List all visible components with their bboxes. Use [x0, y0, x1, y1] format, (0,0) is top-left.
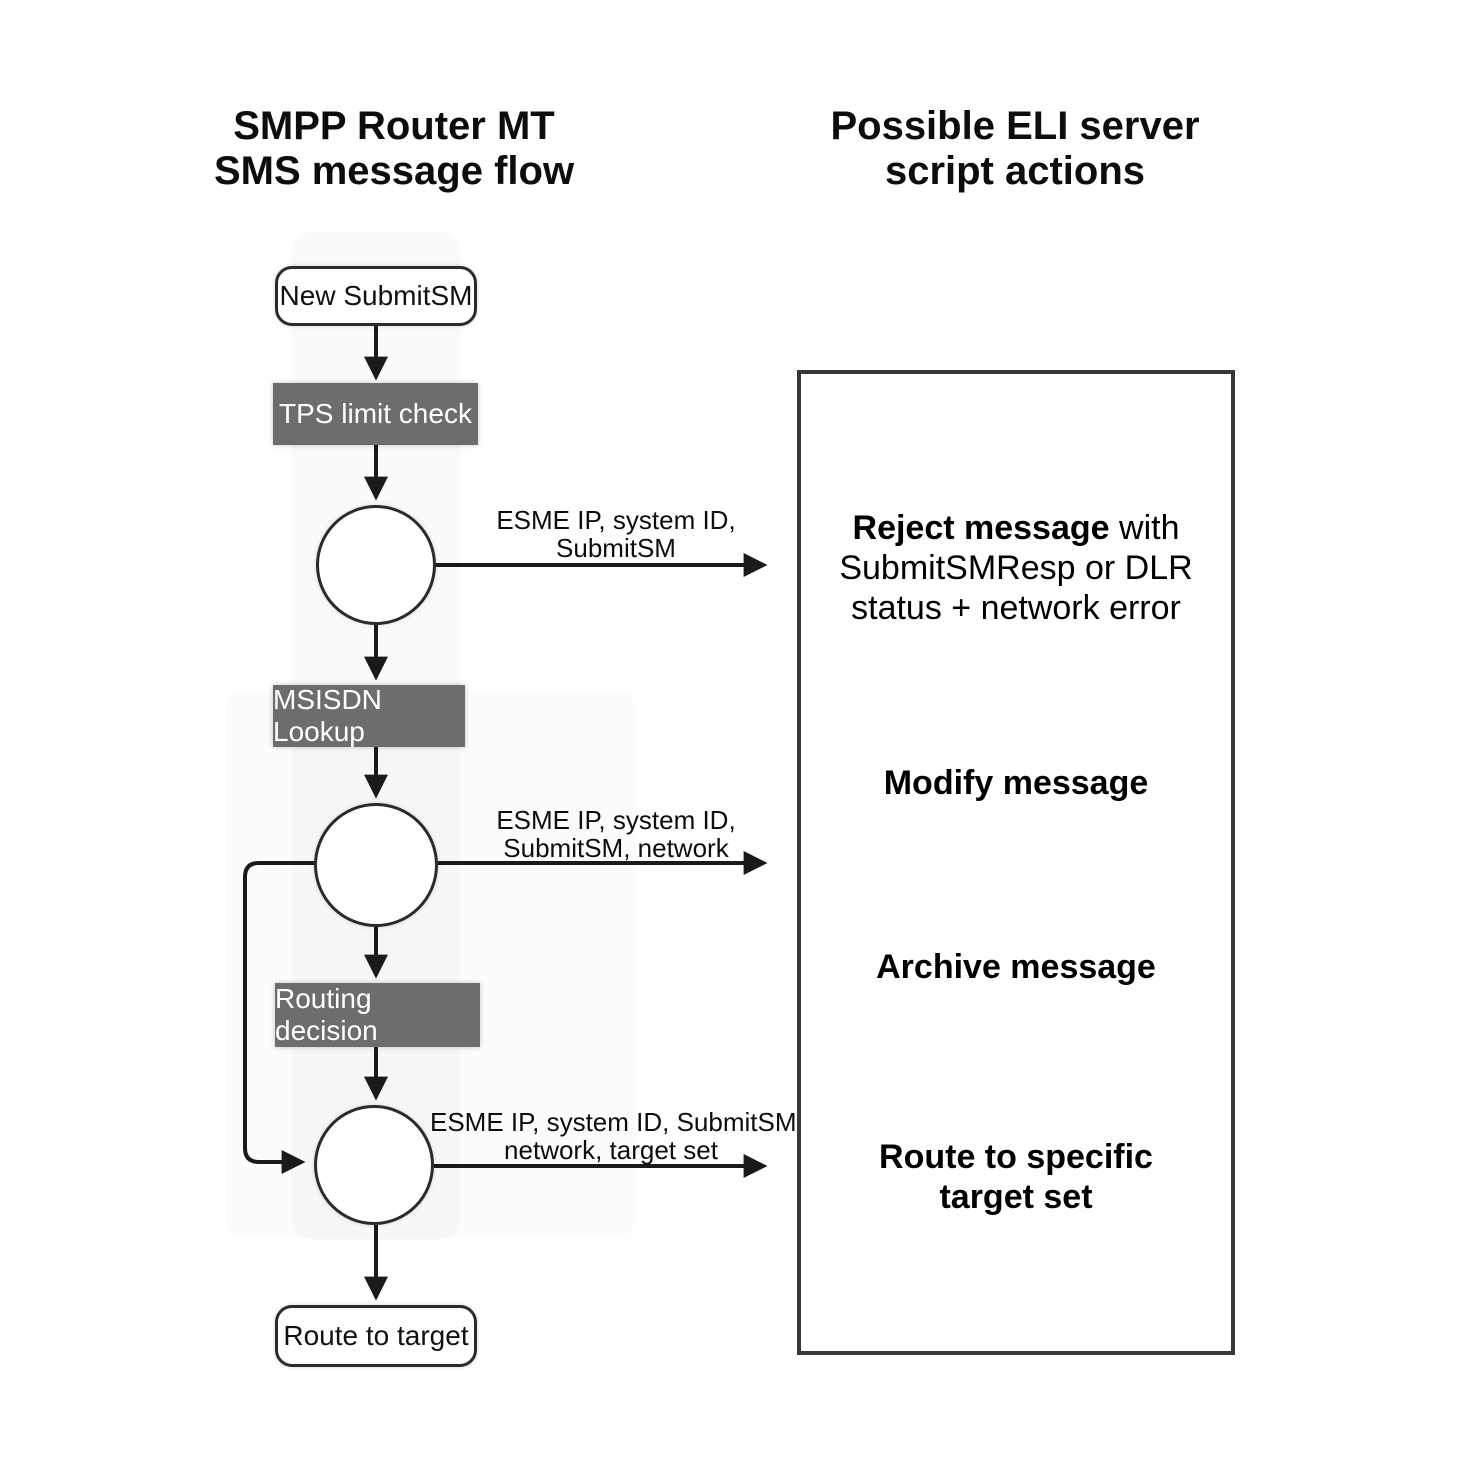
action-modify-message: Modify message: [883, 764, 1149, 802]
arrow-label-2: ESME IP, system ID, SubmitSM, network: [460, 806, 772, 862]
right-column-title: Possible ELI server script actions: [830, 104, 1200, 193]
action-archive-message: Archive message: [876, 948, 1156, 986]
step-tps-limit-check: TPS limit check: [273, 383, 478, 445]
hook-circle-1: [316, 505, 436, 625]
action-reject-bold: Reject message: [852, 509, 1110, 547]
hook-circle-3: [314, 1105, 434, 1225]
start-node-label: New SubmitSM: [279, 280, 473, 311]
action-reject-message: Reject message with SubmitSMResp or DLR …: [807, 508, 1225, 628]
step-tps-label: TPS limit check: [279, 398, 472, 429]
arrow-label-3-line1: ESME IP, system ID, SubmitSM,: [430, 1107, 804, 1137]
left-column-title: SMPP Router MT SMS message flow: [213, 104, 575, 193]
action-reject-rest: with SubmitSMResp or DLR status + networ…: [839, 509, 1193, 627]
eli-actions-box: [797, 370, 1235, 1355]
arrow-label-1-line2: SubmitSM: [556, 533, 676, 563]
hook-circle-2: [314, 803, 438, 927]
step-routing-decision: Routing decision: [275, 983, 480, 1047]
step-routing-label: Routing decision: [275, 983, 378, 1046]
arrow-label-2-line1: ESME IP, system ID,: [496, 805, 736, 835]
start-node-new-submitsm: New SubmitSM: [275, 266, 477, 326]
arrow-label-1-line1: ESME IP, system ID,: [496, 505, 736, 535]
arrow-label-1: ESME IP, system ID, SubmitSM: [460, 506, 772, 562]
action-route-target-set: Route to specific target set: [879, 1138, 1153, 1216]
end-node-label: Route to target: [283, 1320, 469, 1351]
arrow-label-2-line2: SubmitSM, network: [503, 833, 729, 863]
step-msisdn-label: MSISDN Lookup: [273, 684, 382, 747]
step-msisdn-lookup: MSISDN Lookup: [273, 684, 465, 747]
end-node-route-to-target: Route to target: [275, 1305, 477, 1367]
arrow-label-3: ESME IP, system ID, SubmitSM, network, t…: [430, 1107, 804, 1165]
arrow-label-3-line2: network, target set: [504, 1135, 718, 1165]
